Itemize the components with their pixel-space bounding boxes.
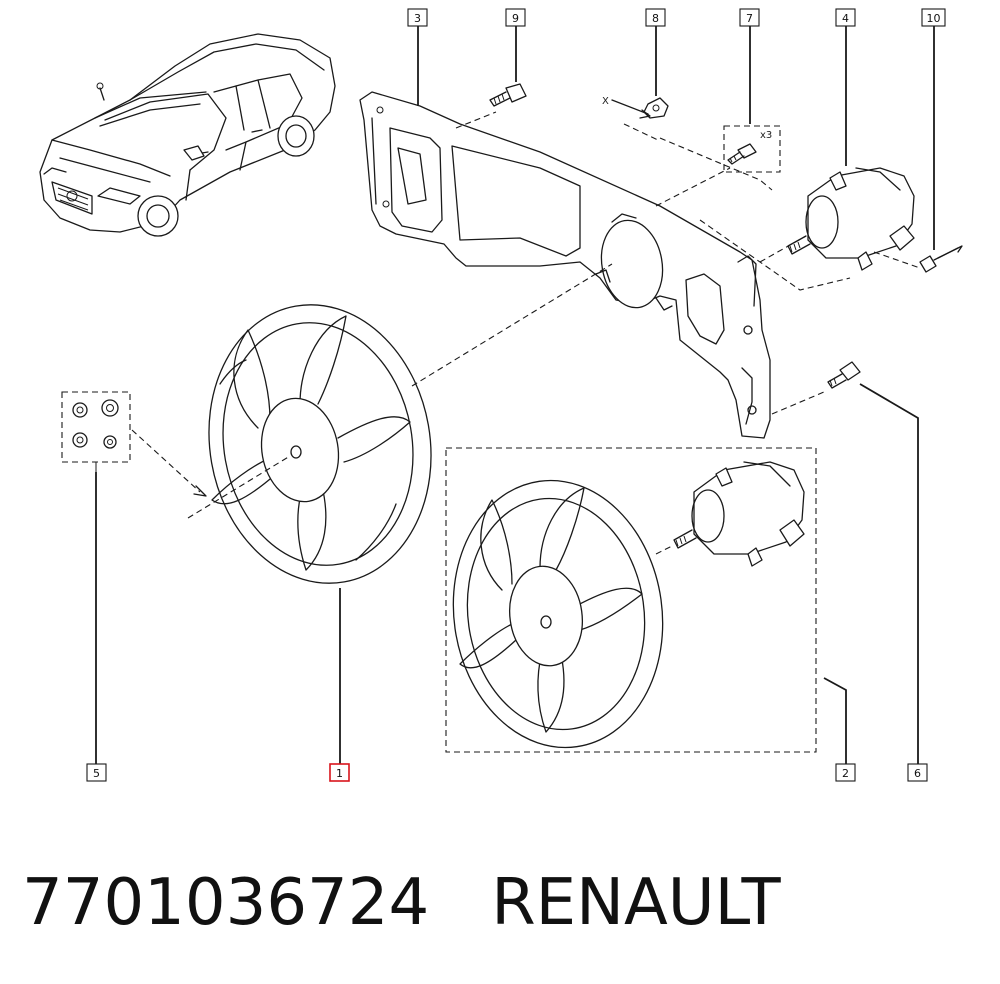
- fan-motor-4: [787, 167, 915, 271]
- bolt-9: [489, 83, 527, 107]
- callout-2: 2: [835, 763, 856, 782]
- callout-6-label: 6: [914, 767, 921, 780]
- screw-10: [919, 245, 963, 273]
- car-illustration: [39, 33, 336, 237]
- fan-motor-assembly-2: [445, 447, 817, 753]
- fan-bracket: [359, 91, 771, 439]
- callout-7-label: 7: [746, 12, 753, 25]
- callout-9-label: 9: [512, 12, 519, 25]
- callout-10: 10: [921, 8, 946, 27]
- part-info-footer: 7701036724 RENAULT: [22, 858, 781, 948]
- callout-7: 7: [739, 8, 760, 27]
- callout-5: 5: [86, 763, 107, 782]
- callout-3-label: 3: [414, 12, 421, 25]
- assembly-lines: [455, 111, 921, 415]
- fan-blade-1: [187, 263, 613, 584]
- callout-2-label: 2: [842, 767, 849, 780]
- callout-6: 6: [907, 763, 928, 782]
- screw-7-group: [723, 125, 781, 173]
- brand-name: RENAULT: [491, 866, 781, 940]
- callout-1-label: 1: [336, 767, 343, 780]
- part-number: 7701036724: [22, 866, 430, 940]
- quantity-annotation: x3: [760, 130, 772, 141]
- callout-9: 9: [505, 8, 526, 27]
- callout-1[interactable]: 1: [329, 763, 350, 782]
- bolt-6: [827, 361, 861, 389]
- callout-8-label: 8: [652, 12, 659, 25]
- callout-10-label: 10: [927, 12, 941, 25]
- callout-8: 8: [645, 8, 666, 27]
- nut-8: [611, 97, 669, 141]
- callout-4-label: 4: [842, 12, 849, 25]
- callout-4: 4: [835, 8, 856, 27]
- callout-5-label: 5: [93, 767, 100, 780]
- grommets-5-group: [61, 391, 207, 497]
- leader-lines: [95, 26, 935, 764]
- callout-3: 3: [407, 8, 428, 27]
- axis-annotation: X: [602, 96, 609, 107]
